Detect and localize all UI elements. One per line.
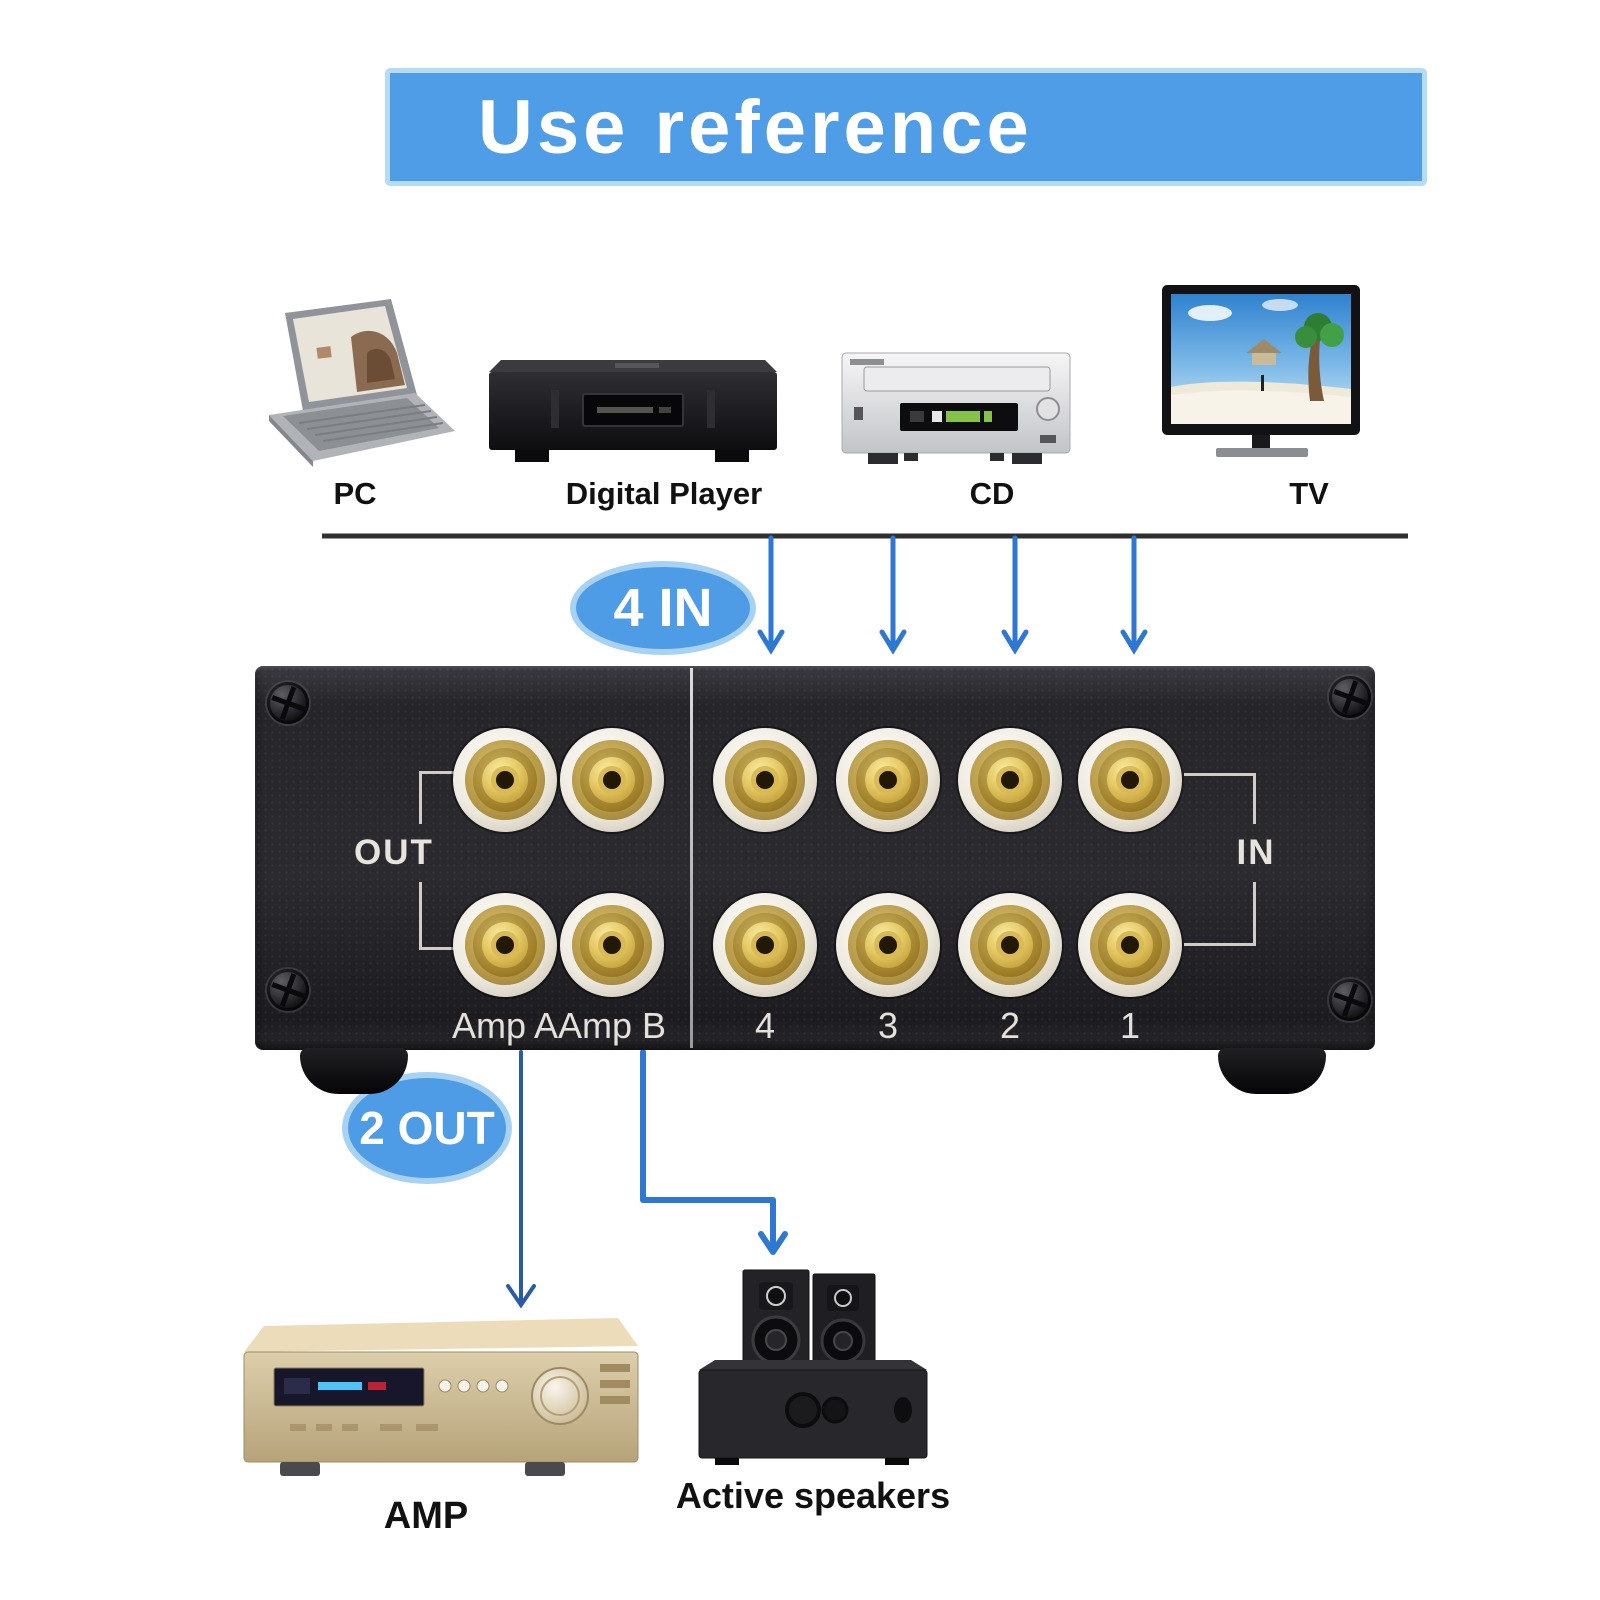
out-bracket-top bbox=[419, 771, 455, 774]
rca-jack-in-4-bottom bbox=[713, 893, 817, 997]
in-arrow-4 bbox=[1120, 535, 1148, 655]
badge-2-out: 2 OUT bbox=[342, 1072, 512, 1184]
rca-jack-in-1-bottom bbox=[1078, 893, 1182, 997]
in-bracket-top bbox=[1184, 773, 1256, 776]
rca-jack-out-a-top bbox=[453, 728, 557, 832]
switcher-device bbox=[255, 666, 1375, 1050]
out-arrow-amp-a bbox=[506, 1050, 536, 1309]
digital-player-image bbox=[489, 360, 777, 462]
rca-jack-out-a-bottom bbox=[453, 893, 557, 997]
in-bracket-v1 bbox=[1253, 773, 1256, 824]
port-label-in-4: 4 bbox=[754, 1005, 776, 1046]
cd-player-image bbox=[841, 352, 1071, 464]
port-label-amp-a: Amp A bbox=[451, 1005, 559, 1046]
rca-jack-in-1-top bbox=[1078, 728, 1182, 832]
screw-bottom-right bbox=[1329, 979, 1371, 1021]
active-speakers-image bbox=[698, 1269, 928, 1465]
badge-4-in: 4 IN bbox=[570, 561, 756, 655]
port-label-in-2: 2 bbox=[999, 1005, 1021, 1046]
rca-jack-out-b-top bbox=[560, 728, 664, 832]
pc-image bbox=[269, 299, 455, 467]
tv-image bbox=[1162, 285, 1360, 457]
source-label-cd: CD bbox=[969, 476, 1015, 511]
rca-jack-in-2-top bbox=[958, 728, 1062, 832]
out-section-label: OUT bbox=[354, 833, 434, 872]
in-bracket-bottom bbox=[1184, 943, 1256, 946]
port-label-amp-b: Amp B bbox=[557, 1005, 667, 1046]
out-arrow-amp-b bbox=[640, 1049, 788, 1255]
title-banner: Use reference bbox=[385, 68, 1427, 186]
out-bracket-bottom bbox=[419, 947, 455, 950]
source-label-tv: TV bbox=[1289, 476, 1329, 511]
in-arrow-1 bbox=[757, 535, 785, 655]
panel-divider bbox=[690, 668, 693, 1048]
badge-2-out-text: 2 OUT bbox=[359, 1102, 495, 1154]
rca-jack-in-4-top bbox=[713, 728, 817, 832]
rca-jack-in-3-bottom bbox=[836, 893, 940, 997]
in-section-label: IN bbox=[1236, 833, 1276, 872]
device-foot-left bbox=[300, 1048, 408, 1094]
amp-image bbox=[243, 1318, 639, 1476]
device-foot-right bbox=[1218, 1048, 1326, 1094]
rca-jack-in-3-top bbox=[836, 728, 940, 832]
in-bracket-v2 bbox=[1253, 882, 1256, 946]
sink-label-amp: AMP bbox=[383, 1495, 469, 1537]
rca-jack-in-2-bottom bbox=[958, 893, 1062, 997]
port-label-in-3: 3 bbox=[877, 1005, 899, 1046]
port-label-in-1: 1 bbox=[1119, 1005, 1141, 1046]
tv-stand bbox=[1216, 448, 1308, 457]
cd-knob bbox=[1036, 397, 1060, 421]
page-title: Use reference bbox=[478, 84, 1033, 170]
in-arrow-3 bbox=[1001, 535, 1029, 655]
out-bracket-v1 bbox=[419, 771, 422, 824]
out-bracket-v2 bbox=[419, 882, 422, 950]
badge-4-in-text: 4 IN bbox=[613, 578, 713, 638]
rca-jack-out-b-bottom bbox=[560, 893, 664, 997]
source-label-pc: PC bbox=[333, 476, 377, 511]
sink-label-active-speakers: Active speakers bbox=[675, 1475, 951, 1516]
source-label-digital-player: Digital Player bbox=[565, 476, 763, 511]
screw-top-right bbox=[1329, 676, 1371, 718]
in-arrow-2 bbox=[879, 535, 907, 655]
cd-tray bbox=[863, 366, 1051, 392]
screw-top-left bbox=[267, 682, 309, 724]
screw-bottom-left bbox=[267, 969, 309, 1011]
